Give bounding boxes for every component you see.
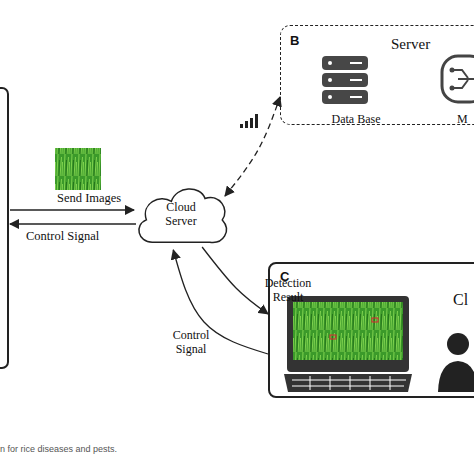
panel-title: Server: [391, 35, 430, 53]
node-label: M: [457, 112, 468, 126]
keyboard-keys: [292, 376, 406, 390]
signal-bar: [255, 114, 258, 128]
detection-mark: [330, 335, 336, 339]
database-light: [328, 78, 332, 82]
send-arrow: [10, 209, 134, 210]
signal-bar: [245, 121, 248, 128]
model-icon: [442, 56, 474, 102]
model-node: [450, 86, 455, 91]
model-circuit: [452, 70, 474, 88]
node-label: Data Base: [319, 112, 393, 126]
signal-bar: [240, 124, 243, 128]
node-label: Cloud Server: [155, 200, 207, 229]
database-light: [328, 61, 332, 65]
signal-label: Send Images: [57, 191, 121, 206]
database-slot: [350, 63, 362, 97]
edge-label: Detection Result: [256, 276, 320, 305]
panel-letter: B: [290, 33, 299, 49]
keyboard: [284, 374, 412, 392]
cloud-server: Cloud Server: [133, 182, 229, 250]
flow-arrow: [225, 97, 280, 196]
model-node: [450, 68, 455, 73]
monitor-frame: [287, 296, 409, 372]
rice-image: [55, 148, 101, 190]
signal-bar: [250, 118, 253, 128]
edge-label: Control Signal: [163, 328, 219, 357]
cloud-outline: [139, 189, 226, 242]
detection-mark: [372, 318, 378, 322]
field-panel: [0, 88, 8, 368]
monitor-screen: [293, 302, 403, 360]
server-panel: B ServerData Base M: [280, 25, 474, 125]
control-arrow: [10, 223, 136, 224]
panel-title: Cl: [453, 290, 468, 309]
model-node: M: [441, 56, 474, 128]
person-body: [438, 361, 474, 392]
database-light: [328, 95, 332, 99]
database-node: Data Base: [319, 56, 393, 128]
flow-arrow: [202, 247, 268, 314]
figure-caption: n for rice diseases and pests.: [0, 444, 117, 454]
person-head: [447, 333, 469, 355]
signal-label: Control Signal: [26, 229, 99, 244]
